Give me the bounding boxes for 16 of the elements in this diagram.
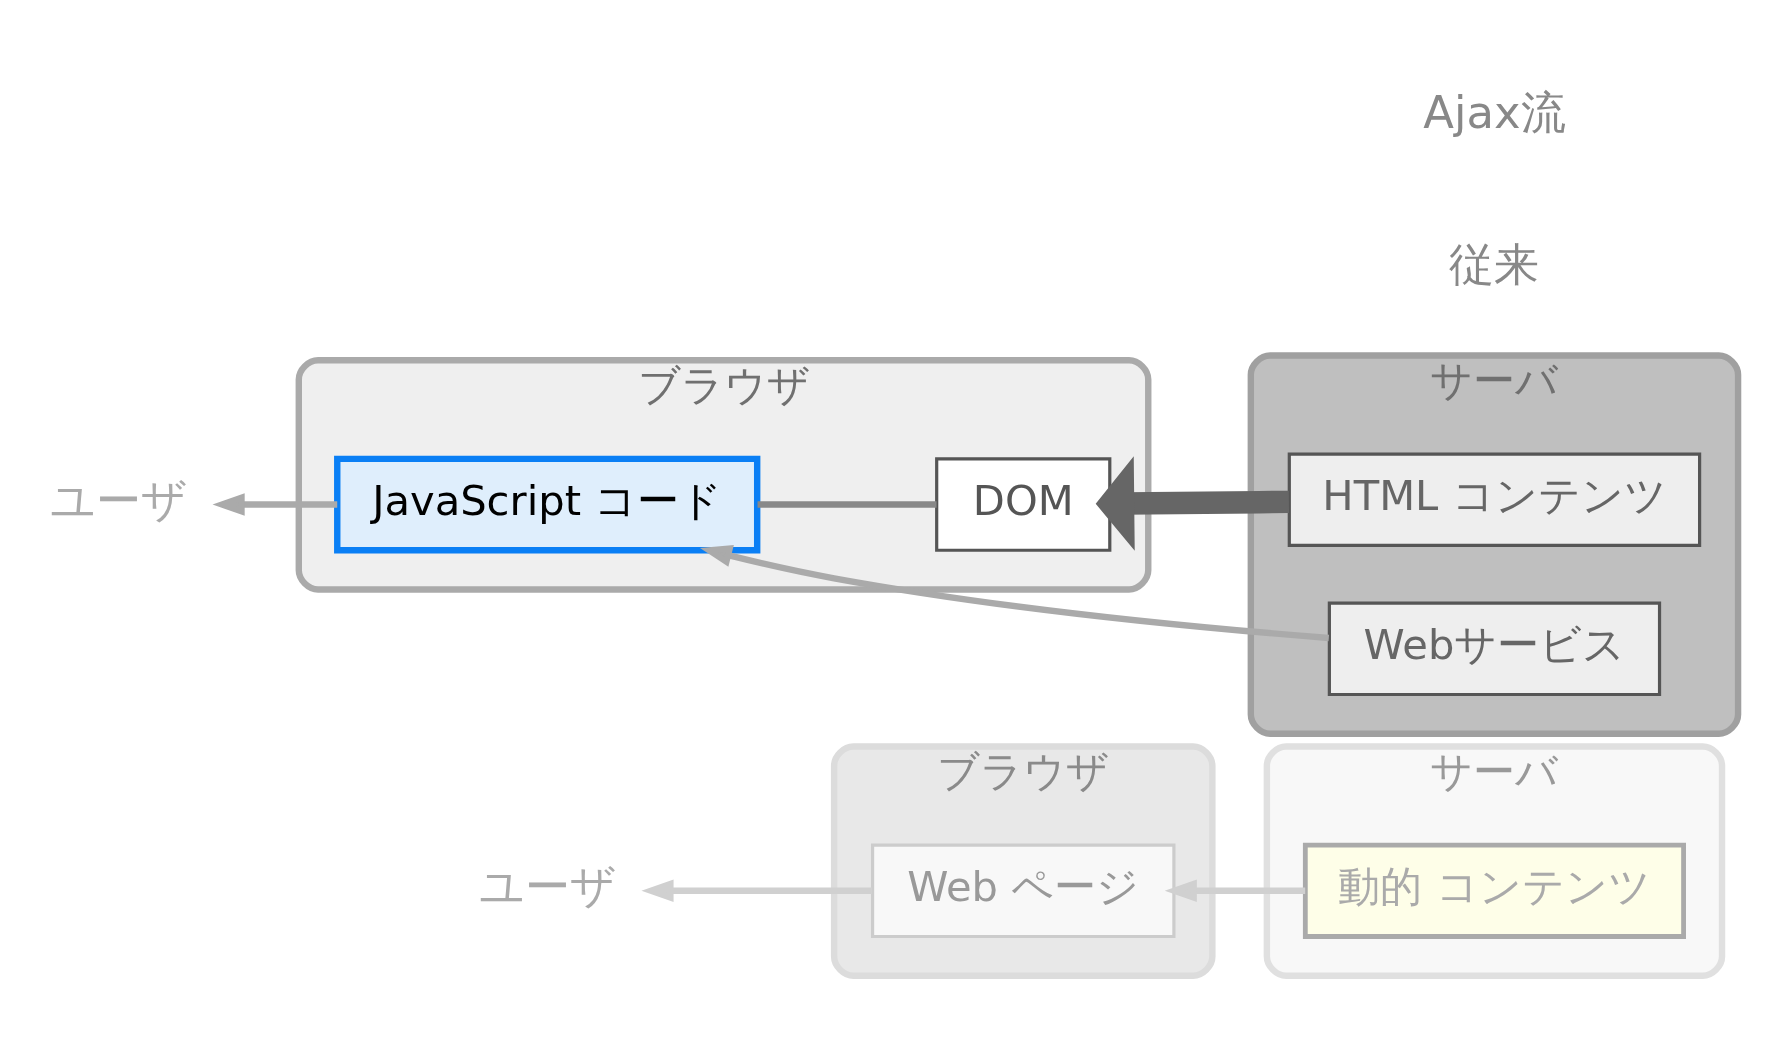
arrow	[641, 879, 873, 903]
arrow	[1164, 879, 1306, 903]
label: 従来	[1449, 238, 1540, 292]
node-box: HTML コンテンツ	[1287, 452, 1702, 548]
node-text: ユーザ	[49, 473, 187, 527]
arrow	[699, 545, 1330, 642]
connector	[757, 501, 937, 508]
label: Ajax流	[1423, 85, 1566, 139]
node-box: JavaScript コード	[334, 455, 761, 554]
node-box: 動的 コンテンツ	[1302, 842, 1686, 939]
arrow	[212, 493, 338, 516]
arrow	[1095, 456, 1290, 551]
node-box: Webサービス	[1327, 601, 1662, 697]
node-box: Web ページ	[870, 843, 1176, 939]
node-text: ユーザ	[478, 859, 616, 913]
node-box: DOM	[935, 457, 1112, 552]
